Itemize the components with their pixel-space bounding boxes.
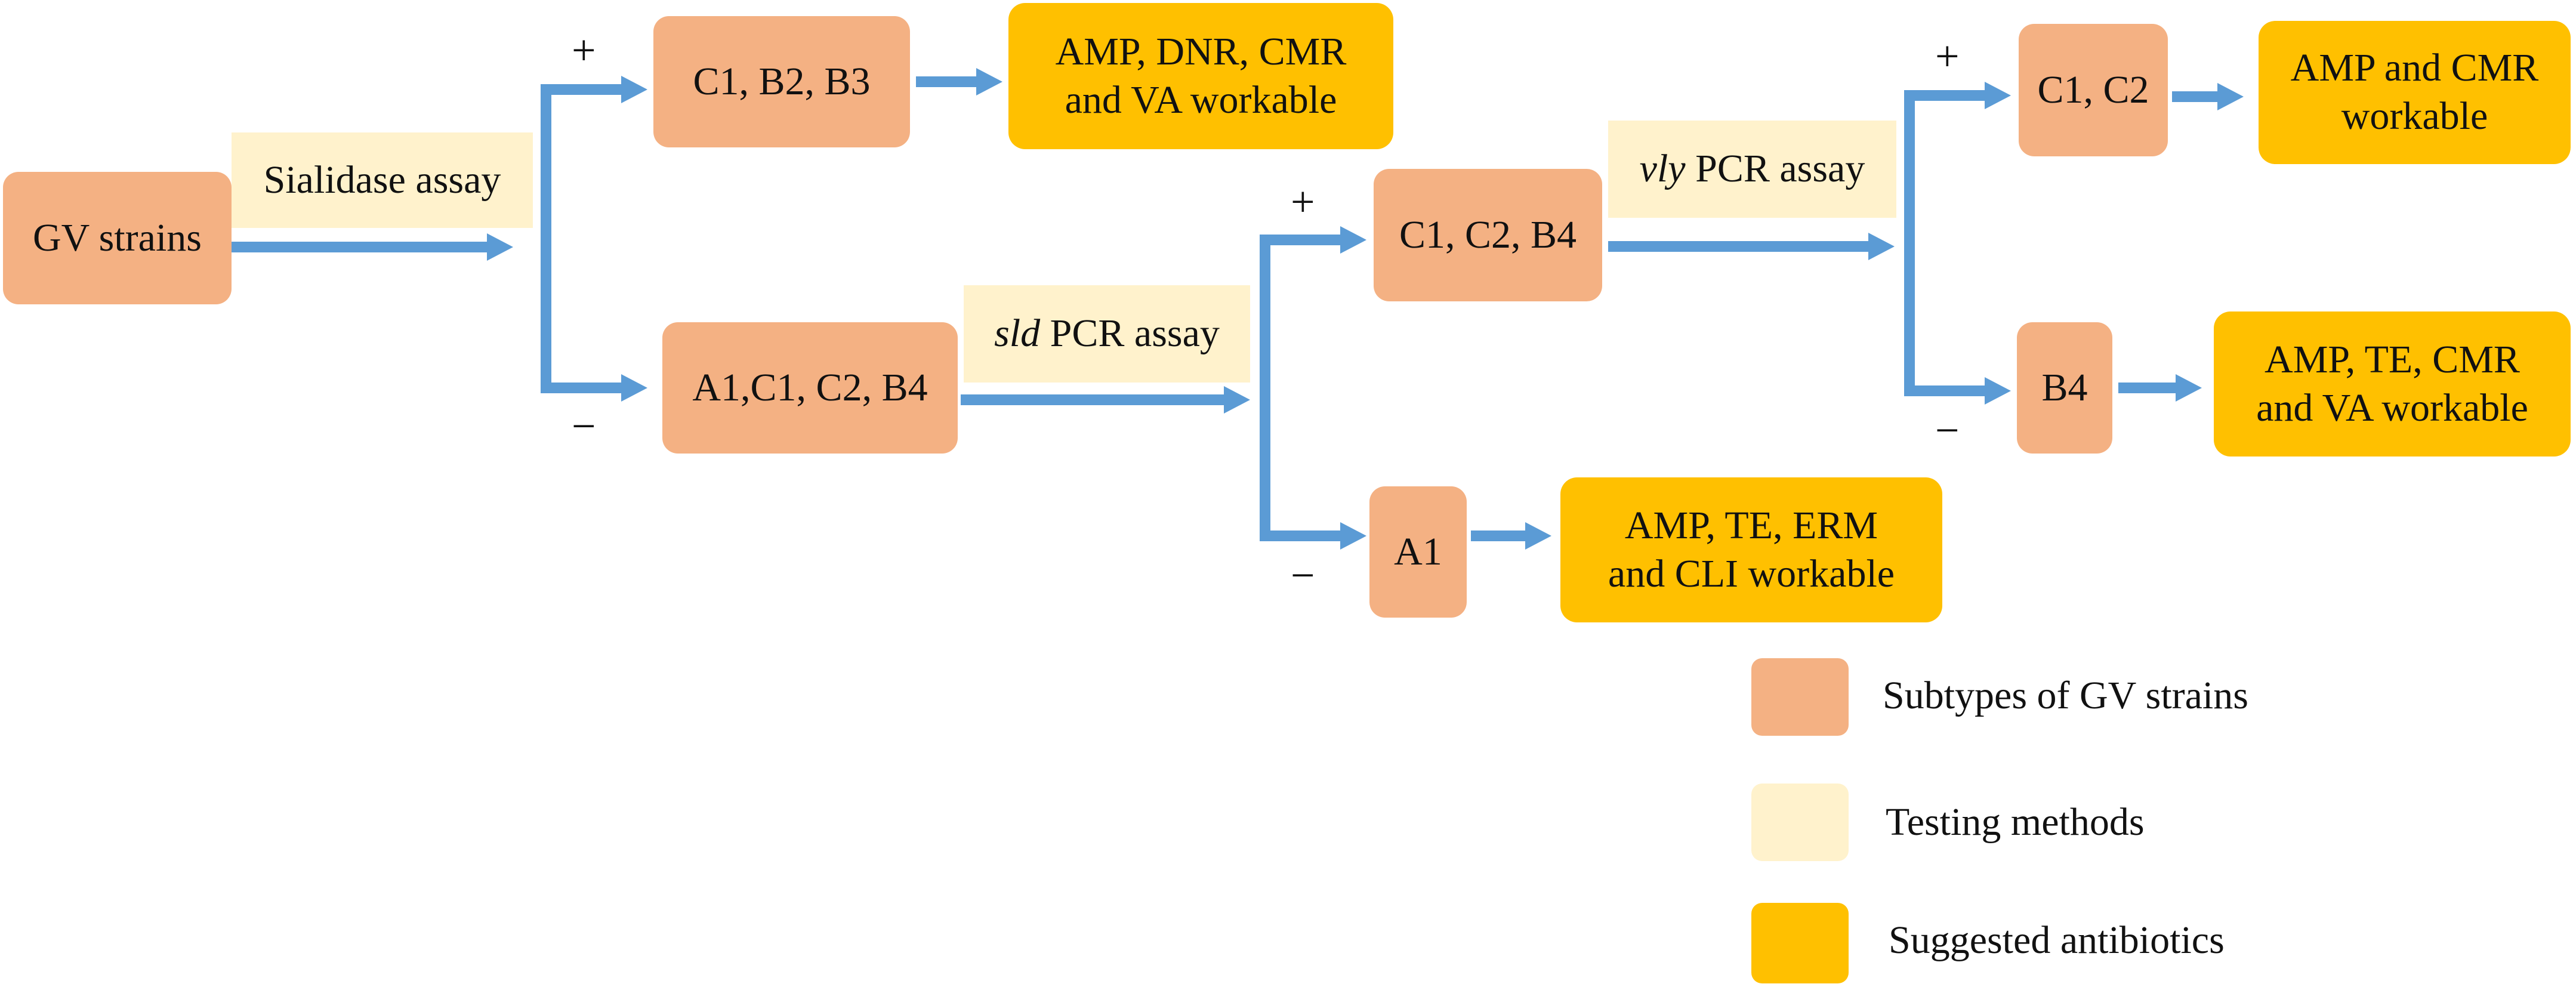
- minus-sign-sialidase: −: [572, 402, 596, 450]
- minus-sign-sld: −: [1291, 551, 1315, 599]
- node-gv-strains-label: GV strains: [33, 215, 202, 260]
- node-amp-dnr-line2: and VA workable: [1065, 78, 1337, 122]
- node-c1-c2-b4-label: C1, C2, B4: [1399, 212, 1577, 257]
- node-sialidase-label: Sialidase assay: [263, 158, 501, 202]
- node-sld-pcr-assay: sld PCR assay: [964, 285, 1250, 383]
- node-amp-erm-line2: and CLI workable: [1608, 551, 1895, 596]
- node-vly-pcr-assay: vly PCR assay: [1608, 121, 1896, 218]
- legend-swatch-methods: [1751, 784, 1849, 861]
- node-amp-te-cmr-line2: and VA workable: [2256, 385, 2528, 430]
- legend-label-methods: Testing methods: [1886, 800, 2145, 844]
- node-c1-c2: C1, C2: [2019, 24, 2168, 156]
- node-amp-dnr-line1: AMP, DNR, CMR: [1055, 29, 1347, 73]
- node-c1-c2-b4: C1, C2, B4: [1374, 169, 1602, 301]
- node-amp-te-cmr-va: AMP, TE, CMR and VA workable: [2214, 311, 2571, 457]
- node-sialidase-assay: Sialidase assay: [232, 132, 533, 228]
- node-a1-label: A1: [1394, 529, 1442, 573]
- plus-sign-sld: +: [1291, 178, 1315, 226]
- node-b4-label: B4: [2041, 365, 2088, 409]
- node-gv-strains: GV strains: [3, 172, 232, 304]
- plus-sign-vly: +: [1935, 32, 1960, 80]
- minus-sign-vly: −: [1935, 406, 1960, 454]
- sld-gene-name: sld: [994, 311, 1041, 356]
- node-c1-c2-label: C1, C2: [2037, 67, 2149, 112]
- node-amp-cmr-line1: AMP and CMR: [2290, 46, 2539, 90]
- node-a1-c1-c2-b4: A1,C1, C2, B4: [662, 322, 958, 454]
- branch-sialidase: [541, 84, 624, 393]
- node-a1: A1: [1369, 486, 1467, 618]
- branch-vly: [1904, 90, 1987, 396]
- legend-swatch-subtypes: [1751, 658, 1849, 736]
- legend-label-antibiotics: Suggested antibiotics: [1889, 918, 2225, 962]
- node-c1-b2-b3: C1, B2, B3: [653, 16, 910, 147]
- legend-label-subtypes: Subtypes of GV strains: [1883, 674, 2248, 717]
- node-amp-erm-line1: AMP, TE, ERM: [1624, 503, 1878, 547]
- node-amp-te-erm-cli: AMP, TE, ERM and CLI workable: [1560, 477, 1942, 622]
- node-amp-cmr: AMP and CMR workable: [2259, 21, 2571, 164]
- node-amp-dnr-cmr-va: AMP, DNR, CMR and VA workable: [1008, 3, 1393, 149]
- branch-sld: [1260, 235, 1343, 541]
- node-sld-label: sld PCR assay: [994, 310, 1220, 358]
- sld-assay-text: PCR assay: [1040, 311, 1220, 356]
- legend-swatch-antibiotics: [1751, 903, 1849, 983]
- node-b4: B4: [2017, 322, 2112, 454]
- vly-gene-name: vly: [1639, 147, 1686, 191]
- plus-sign-sialidase: +: [572, 26, 596, 74]
- node-c1-b2-b3-label: C1, B2, B3: [693, 59, 871, 103]
- vly-assay-text: PCR assay: [1685, 147, 1865, 191]
- node-a1-c1-c2-b4-label: A1,C1, C2, B4: [692, 365, 928, 409]
- node-vly-label: vly PCR assay: [1640, 145, 1865, 193]
- node-amp-te-cmr-line1: AMP, TE, CMR: [2265, 337, 2520, 381]
- node-amp-cmr-line2: workable: [2341, 94, 2488, 138]
